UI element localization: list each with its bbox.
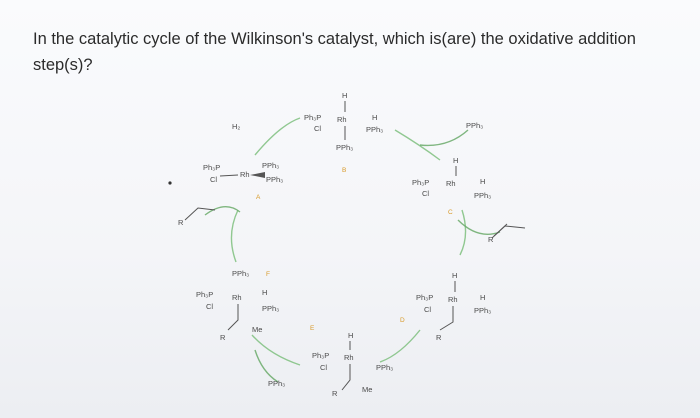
svg-text:Cl: Cl [314,124,321,133]
arrow-B-to-C [394,129,441,161]
svg-text:H: H [452,271,457,280]
svg-text:PPh₃: PPh₃ [466,121,483,130]
svg-text:PPh₃: PPh₃ [474,191,491,200]
alkene-in-curve-right [457,219,501,235]
svg-text:Cl: Cl [422,189,429,198]
svg-text:PPh₃: PPh₃ [366,125,383,134]
svg-text:PPh₃: PPh₃ [336,143,353,152]
svg-text:Rh: Rh [344,353,354,362]
svg-text:PPh₃: PPh₃ [232,269,249,278]
label-D: D [400,317,405,324]
svg-text:Rh: Rh [448,295,458,304]
svg-text:Ph₃P: Ph₃P [203,163,220,172]
svg-text:Cl: Cl [320,363,327,372]
pph3-reagent-bottom: PPh₃ [268,379,285,388]
svg-text:Me: Me [362,385,372,394]
complex-B: H Ph₃P Rh H Cl PPh₃ PPh₃ B [304,91,383,174]
pph3-out-curve [419,129,469,147]
svg-text:H: H [348,331,353,340]
svg-text:PPh₃: PPh₃ [474,306,491,315]
alkene-left [184,207,216,221]
pph3-in-curve [254,349,279,383]
svg-text:Me: Me [252,325,262,334]
svg-text:H: H [480,177,485,186]
label-B: B [342,167,346,174]
arrow-E-to-F [251,334,301,366]
svg-text:H: H [262,288,267,297]
svg-text:H: H [480,293,485,302]
complex-D: H Ph₃P Rh H Cl PPh₃ R D [400,271,491,342]
label-C: C [448,209,453,216]
svg-text:H: H [453,156,458,165]
svg-text:Rh: Rh [446,179,456,188]
arrow-D-to-E [379,329,421,363]
question-text: In the catalytic cycle of the Wilkinson'… [33,30,636,74]
label-E: E [310,325,315,332]
svg-text:Ph₃P: Ph₃P [196,290,213,299]
complex-E: E H Ph₃P Rh Cl PPh₃ R Me [310,325,393,398]
h2-reagent: H₂ [232,122,240,131]
svg-text:R: R [332,389,338,398]
svg-text:Ph₃P: Ph₃P [412,178,429,187]
svg-text:H: H [342,91,347,100]
svg-text:PPh₃: PPh₃ [262,161,279,170]
svg-text:PPh₃: PPh₃ [266,175,283,184]
r-reagent-right: R [488,235,494,244]
r-reagent-left: R [178,218,184,227]
svg-text:Rh: Rh [337,115,347,124]
svg-text:PPh₃: PPh₃ [376,363,393,372]
svg-text:Cl: Cl [210,175,217,184]
svg-text:PPh₃: PPh₃ [262,304,279,313]
svg-text:Ph₃P: Ph₃P [304,113,321,122]
alkene-in-curve [204,206,241,216]
svg-text:Cl: Cl [206,302,213,311]
label-F: F [266,271,270,278]
svg-text:H: H [372,113,377,122]
complex-F: PPh₃ F Ph₃P Rh H Cl PPh₃ R Me PPh₃ [196,269,285,388]
complex-A: Ph₃P Rh Cl PPh₃ PPh₃ A H₂ R [178,122,283,227]
label-A: A [256,194,261,201]
svg-text:Rh: Rh [240,170,250,179]
arrow-to-B [254,117,301,156]
complex-C: PPh₃ H Ph₃P Rh H Cl PPh₃ C R [412,121,494,244]
svg-text:Ph₃P: Ph₃P [312,351,329,360]
svg-text:R: R [436,333,442,342]
arrow-A-to-F [230,209,239,263]
svg-text:Rh: Rh [232,293,242,302]
arrow-C-to-D [459,209,467,256]
stray-dot [168,181,172,185]
svg-text:R: R [220,333,226,342]
svg-text:Cl: Cl [424,305,431,314]
svg-text:Ph₃P: Ph₃P [416,293,433,302]
alkene-right [491,225,526,239]
